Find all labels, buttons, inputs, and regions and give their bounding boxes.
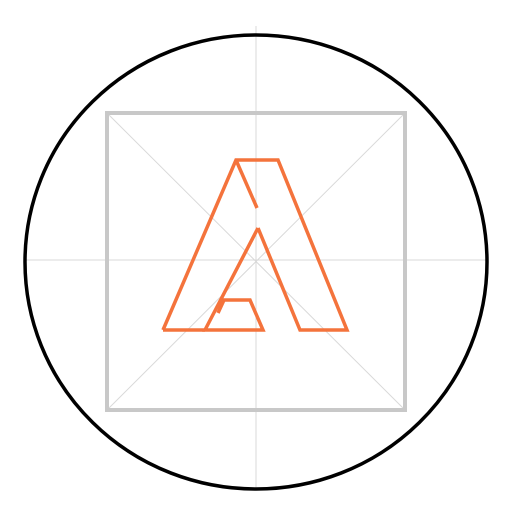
- logo-crossbar-foot: [202, 227, 266, 332]
- guide-square: [105, 111, 407, 412]
- diagonal-guide-tr-bl: [106, 112, 406, 411]
- circle-outline: [23, 33, 489, 491]
- crosshair-guides: [26, 26, 486, 488]
- logo-inner-stroke: [234, 159, 259, 209]
- diagonal-guides: [106, 112, 406, 411]
- letter-a-logo-icon: [161, 158, 350, 332]
- logo-left-leg: [161, 158, 350, 332]
